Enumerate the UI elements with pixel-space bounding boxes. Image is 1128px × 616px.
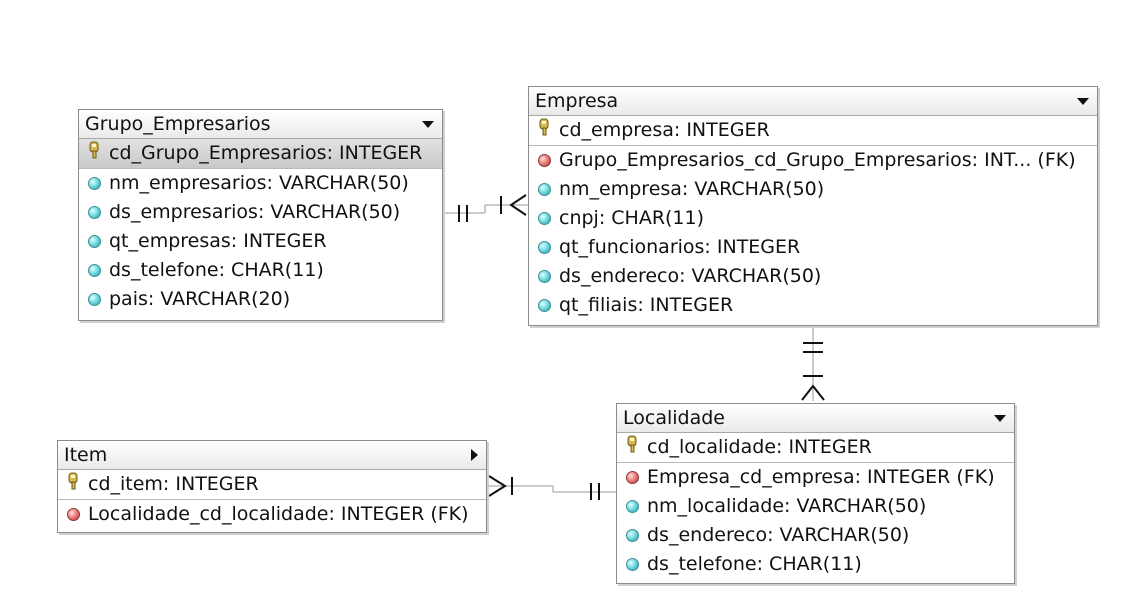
pk-row[interactable]: cd_item: INTEGER [58, 470, 486, 500]
pk-label: cd_item: INTEGER [88, 473, 259, 495]
attribute-label: nm_localidade: VARCHAR(50) [647, 495, 927, 517]
fk-label: Localidade_cd_localidade: INTEGER (FK) [88, 503, 469, 525]
relation-empresa-localidade [801, 325, 825, 401]
cyan-diamond-icon [85, 169, 103, 198]
entity-empresa[interactable]: Empresa cd_empresa: INTEGER Grupo_Empres… [528, 86, 1098, 326]
cyan-diamond-icon [623, 550, 641, 579]
attribute-label: qt_filiais: INTEGER [559, 294, 734, 316]
attribute-label: nm_empresarios: VARCHAR(50) [109, 172, 409, 194]
attribute-label: ds_empresarios: VARCHAR(50) [109, 201, 401, 223]
chevron-down-icon[interactable] [1077, 98, 1089, 105]
attribute-label: ds_endereco: VARCHAR(50) [647, 524, 910, 546]
entity-title: Empresa [535, 90, 619, 112]
attribute-label: ds_telefone: CHAR(11) [109, 259, 324, 281]
attribute-label: ds_endereco: VARCHAR(50) [559, 265, 822, 287]
entity-title: Item [64, 444, 108, 466]
cyan-diamond-icon [535, 204, 553, 233]
pk-label: cd_Grupo_Empresarios: INTEGER [109, 142, 423, 164]
red-diamond-icon [64, 500, 82, 529]
cyan-diamond-icon [85, 198, 103, 227]
attribute-row[interactable]: ds_telefone: CHAR(11) [617, 550, 1014, 579]
attribute-row[interactable]: qt_empresas: INTEGER [79, 227, 442, 256]
cyan-diamond-icon [535, 291, 553, 320]
crowfoot [509, 194, 527, 216]
key-icon [85, 139, 103, 168]
attribute-label: pais: VARCHAR(20) [109, 288, 291, 310]
relation-grupo-empresa [443, 194, 528, 222]
fk-label: Empresa_cd_empresa: INTEGER (FK) [647, 466, 995, 488]
pk-row[interactable]: cd_localidade: INTEGER [617, 433, 1014, 463]
chevron-right-icon[interactable] [471, 449, 478, 461]
key-icon [535, 116, 553, 145]
crowfoot [488, 475, 507, 497]
pk-label: cd_localidade: INTEGER [647, 436, 872, 458]
entity-title: Localidade [623, 407, 725, 429]
cyan-diamond-icon [85, 285, 103, 314]
cyan-diamond-icon [623, 521, 641, 550]
entity-localidade[interactable]: Localidade cd_localidade: INTEGER Empres… [616, 403, 1015, 584]
entity-header[interactable]: Item [58, 441, 486, 470]
red-diamond-icon [623, 463, 641, 492]
chevron-down-icon[interactable] [994, 415, 1006, 422]
cyan-diamond-icon [85, 256, 103, 285]
fk-row[interactable]: Empresa_cd_empresa: INTEGER (FK) [617, 463, 1014, 492]
attribute-label: nm_empresa: VARCHAR(50) [559, 178, 825, 200]
attribute-row[interactable]: cnpj: CHAR(11) [529, 204, 1097, 233]
attribute-label: qt_funcionarios: INTEGER [559, 236, 801, 258]
pk-label: cd_empresa: INTEGER [559, 119, 770, 141]
attribute-row[interactable]: nm_empresarios: VARCHAR(50) [79, 169, 442, 198]
fk-row[interactable]: Grupo_Empresarios_cd_Grupo_Empresarios: … [529, 146, 1097, 175]
entity-header[interactable]: Localidade [617, 404, 1014, 433]
relation-item-localidade [487, 475, 616, 500]
attribute-row[interactable]: nm_localidade: VARCHAR(50) [617, 492, 1014, 521]
attribute-label: qt_empresas: INTEGER [109, 230, 327, 252]
entity-header[interactable]: Empresa [529, 87, 1097, 116]
entity-grupo-empresarios[interactable]: Grupo_Empresarios cd_Grupo_Empresarios: … [78, 109, 443, 321]
entity-title: Grupo_Empresarios [85, 113, 271, 135]
attribute-row[interactable]: nm_empresa: VARCHAR(50) [529, 175, 1097, 204]
cyan-diamond-icon [85, 227, 103, 256]
crowfoot [801, 384, 825, 401]
attribute-row[interactable]: ds_empresarios: VARCHAR(50) [79, 198, 442, 227]
key-icon [64, 470, 82, 499]
entity-item[interactable]: Item cd_item: INTEGER Localidade_cd_loca… [57, 440, 487, 533]
cyan-diamond-icon [535, 175, 553, 204]
cyan-diamond-icon [623, 492, 641, 521]
red-diamond-icon [535, 146, 553, 175]
attribute-row[interactable]: qt_filiais: INTEGER [529, 291, 1097, 320]
attribute-row[interactable]: pais: VARCHAR(20) [79, 285, 442, 314]
attribute-row[interactable]: ds_endereco: VARCHAR(50) [617, 521, 1014, 550]
attribute-label: cnpj: CHAR(11) [559, 207, 705, 229]
cyan-diamond-icon [535, 262, 553, 291]
pk-row[interactable]: cd_empresa: INTEGER [529, 116, 1097, 146]
attribute-label: ds_telefone: CHAR(11) [647, 553, 862, 575]
attribute-row[interactable]: qt_funcionarios: INTEGER [529, 233, 1097, 262]
pk-row[interactable]: cd_Grupo_Empresarios: INTEGER [79, 139, 442, 169]
key-icon [623, 433, 641, 462]
entity-header[interactable]: Grupo_Empresarios [79, 110, 442, 139]
fk-row[interactable]: Localidade_cd_localidade: INTEGER (FK) [58, 500, 486, 529]
attribute-row[interactable]: ds_telefone: CHAR(11) [79, 256, 442, 285]
cyan-diamond-icon [535, 233, 553, 262]
fk-label: Grupo_Empresarios_cd_Grupo_Empresarios: … [559, 149, 1076, 171]
chevron-down-icon[interactable] [422, 121, 434, 128]
attribute-row[interactable]: ds_endereco: VARCHAR(50) [529, 262, 1097, 291]
